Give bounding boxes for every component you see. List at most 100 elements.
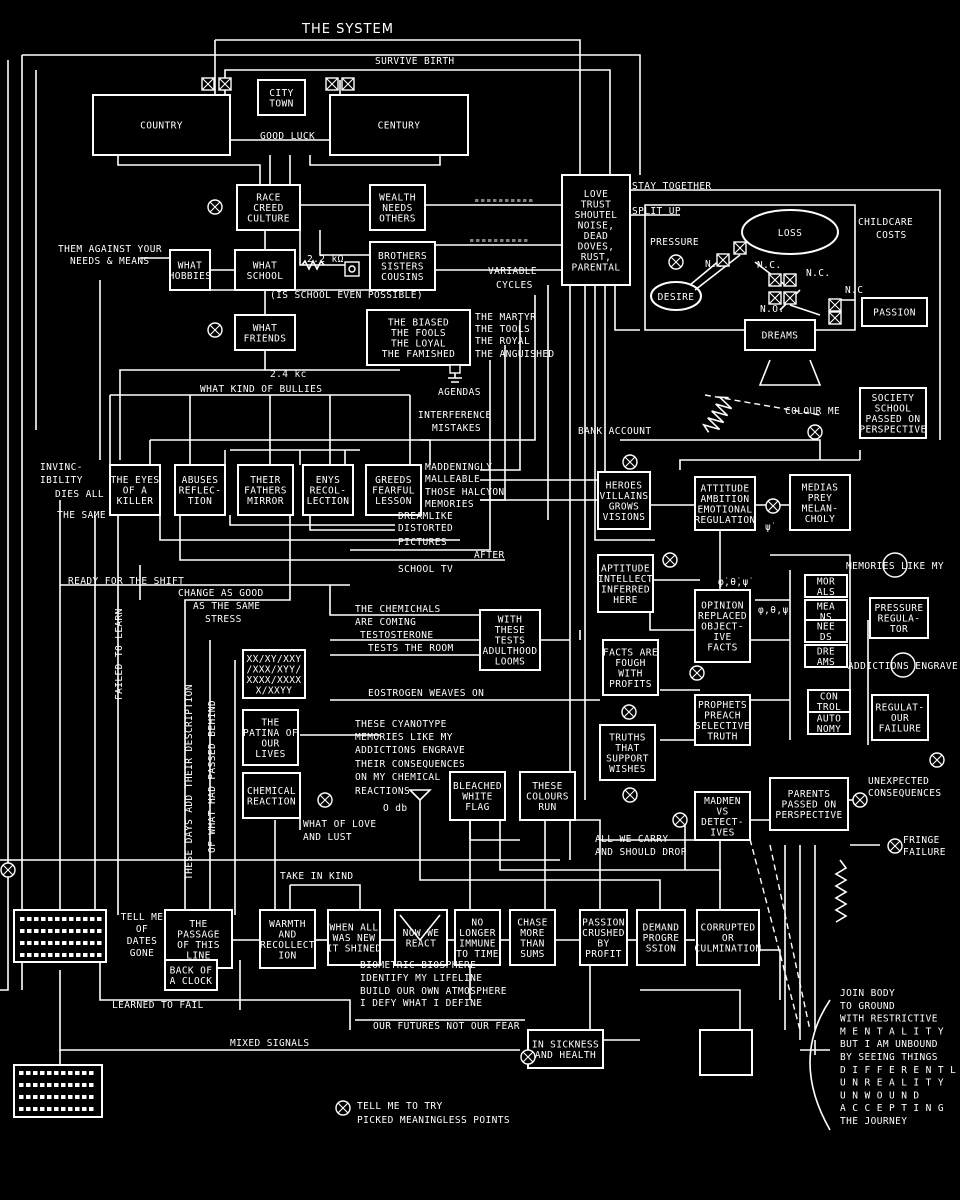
box-corrupted-line: CORRUPTED [700,923,755,934]
segment-glyph [48,941,53,945]
segment-glyph [33,1071,38,1075]
meter-dot [348,265,356,273]
box-society-line: PERSPECTIVE [859,424,926,435]
box-brothers-line: COUSINS [381,272,424,283]
box-parents [769,777,849,831]
box-attitude-line: AMBITION [701,494,750,505]
box-regulfail-line: REGULAT- [876,703,925,714]
box-regulfail [871,694,929,741]
box-regulfail-line: FAILURE [879,724,922,735]
box-heroes [597,471,651,530]
label-takekind: TAKE IN KIND [280,871,353,882]
box-bleached-line: WHITE [462,792,493,803]
label-allwe2: AND SHOULD DROP [595,847,687,858]
label-phi1: φ̇,θ̇,ψ̇ [718,577,752,588]
label-odb: O db [383,803,407,814]
segment-glyph [83,953,88,957]
poem-line: D I F F E R E N T L Y [840,1065,960,1076]
box-biased-line: THE BIASED [388,317,449,328]
box-nolonger-line: TO TIME [456,949,499,960]
segment-glyph [82,1107,87,1111]
box-warmth-line: AND [278,929,296,940]
faint-glyph [500,239,504,242]
faint-glyph [524,239,528,242]
segment-glyph [68,1095,73,1099]
box-wealth-line: NEEDS [382,203,413,214]
label-splitup: SPLIT UP [632,206,681,217]
box-madmen-line: IVES [710,827,734,838]
label-cyan3: ADDICTIONS ENGRAVE [355,745,465,756]
box-hobbies-line: WHAT [178,260,202,271]
box-enys-line: ENYS [316,475,340,486]
box-patina-line: OUR [261,738,279,749]
label-failedlearn: FAILED TO LEARN [114,608,125,700]
segment-glyph [41,941,46,945]
label-cyan1: THESE CYANOTYPE [355,719,447,730]
box-xx-line: X/XXYY [256,685,293,696]
box-dreams2 [804,644,848,668]
box-passage-line: OF THIS [177,940,220,951]
label-royal: THE ROYAL [475,336,530,347]
label-fringe2: FAILURE [903,847,946,858]
box-facts-line: PROFITS [609,679,652,690]
segment-glyph [54,1071,59,1075]
desire-label: DESIRE [658,292,695,303]
box-eyes-line: KILLER [117,496,154,507]
label-variable: VARIABLE [488,266,537,277]
loss-bubble [741,209,839,255]
box-madmen [694,791,751,841]
segment-glyph [68,1107,73,1111]
box-biased-line: THE FAMISHED [382,349,455,360]
segment-glyph [27,953,32,957]
poem-line: BUT I AM UNBOUND [840,1039,938,1050]
box-passion2-line: PROFIT [585,949,622,960]
poem-line: M E N T A L I T Y [840,1026,944,1037]
box-needs-line: NEE [817,621,835,632]
box-whenall [327,909,381,966]
label-learnedfail: LEARNED TO FAIL [112,1000,204,1011]
cross-mark [623,706,635,718]
label-pressurelbl: PRESSURE [650,237,699,248]
box-tests-line: WITH [498,615,522,626]
relay-cross [341,77,355,91]
label-goodluck: GOOD LUCK [260,131,315,142]
poem-line: U N R E A L I T Y [840,1078,944,1089]
label-possible: (IS SCHOOL EVEN POSSIBLE) [270,290,423,301]
segment-glyph [19,1107,24,1111]
box-backclock-line: BACK OF [170,965,213,976]
faint-glyph [481,199,485,202]
segment-glyph [26,1107,31,1111]
display-panels [13,199,533,1118]
box-race-line: RACE [256,193,280,204]
box-greeds-line: FEARFUL [372,486,415,497]
segment-glyph [19,1071,24,1075]
box-needs [804,619,848,643]
box-chemical-line: REACTION [247,796,296,807]
segment-glyph [83,941,88,945]
label-bank: BANK ACCOUNT [578,426,651,437]
box-nolonger-line: IMMUNE [459,938,496,949]
cross-mark [889,840,901,852]
label-tellme2: OF [136,924,148,935]
segment-glyph [27,917,32,921]
label-them2: NEEDS & MEANS [70,256,150,267]
box-passion2-line: PASSION [582,917,625,928]
segment-glyph [90,917,95,921]
box-greeds-line: GREEDS [375,475,412,486]
label-tools: THE TOOLS [475,324,530,335]
label-invinc1: INVINC- [40,462,83,473]
label-res: 2.2 kΩ [307,254,344,265]
label-eostrogen: EOSTROGEN WEAVES ON [368,688,484,699]
segment-glyph [40,1095,45,1099]
segment-glyph [82,1071,87,1075]
label-thesame: THE SAME [57,510,106,521]
box-passion-line: PASSION [873,308,916,319]
box-love-line: LOVE [584,189,608,200]
label-tellme3: DATES [127,936,158,947]
label-childcare2: COSTS [876,230,907,241]
box-society-line: SCHOOL [875,403,912,414]
cross-mark [664,554,676,566]
box-heroes-line: VILLAINS [600,491,649,502]
box-nolonger [454,909,501,966]
